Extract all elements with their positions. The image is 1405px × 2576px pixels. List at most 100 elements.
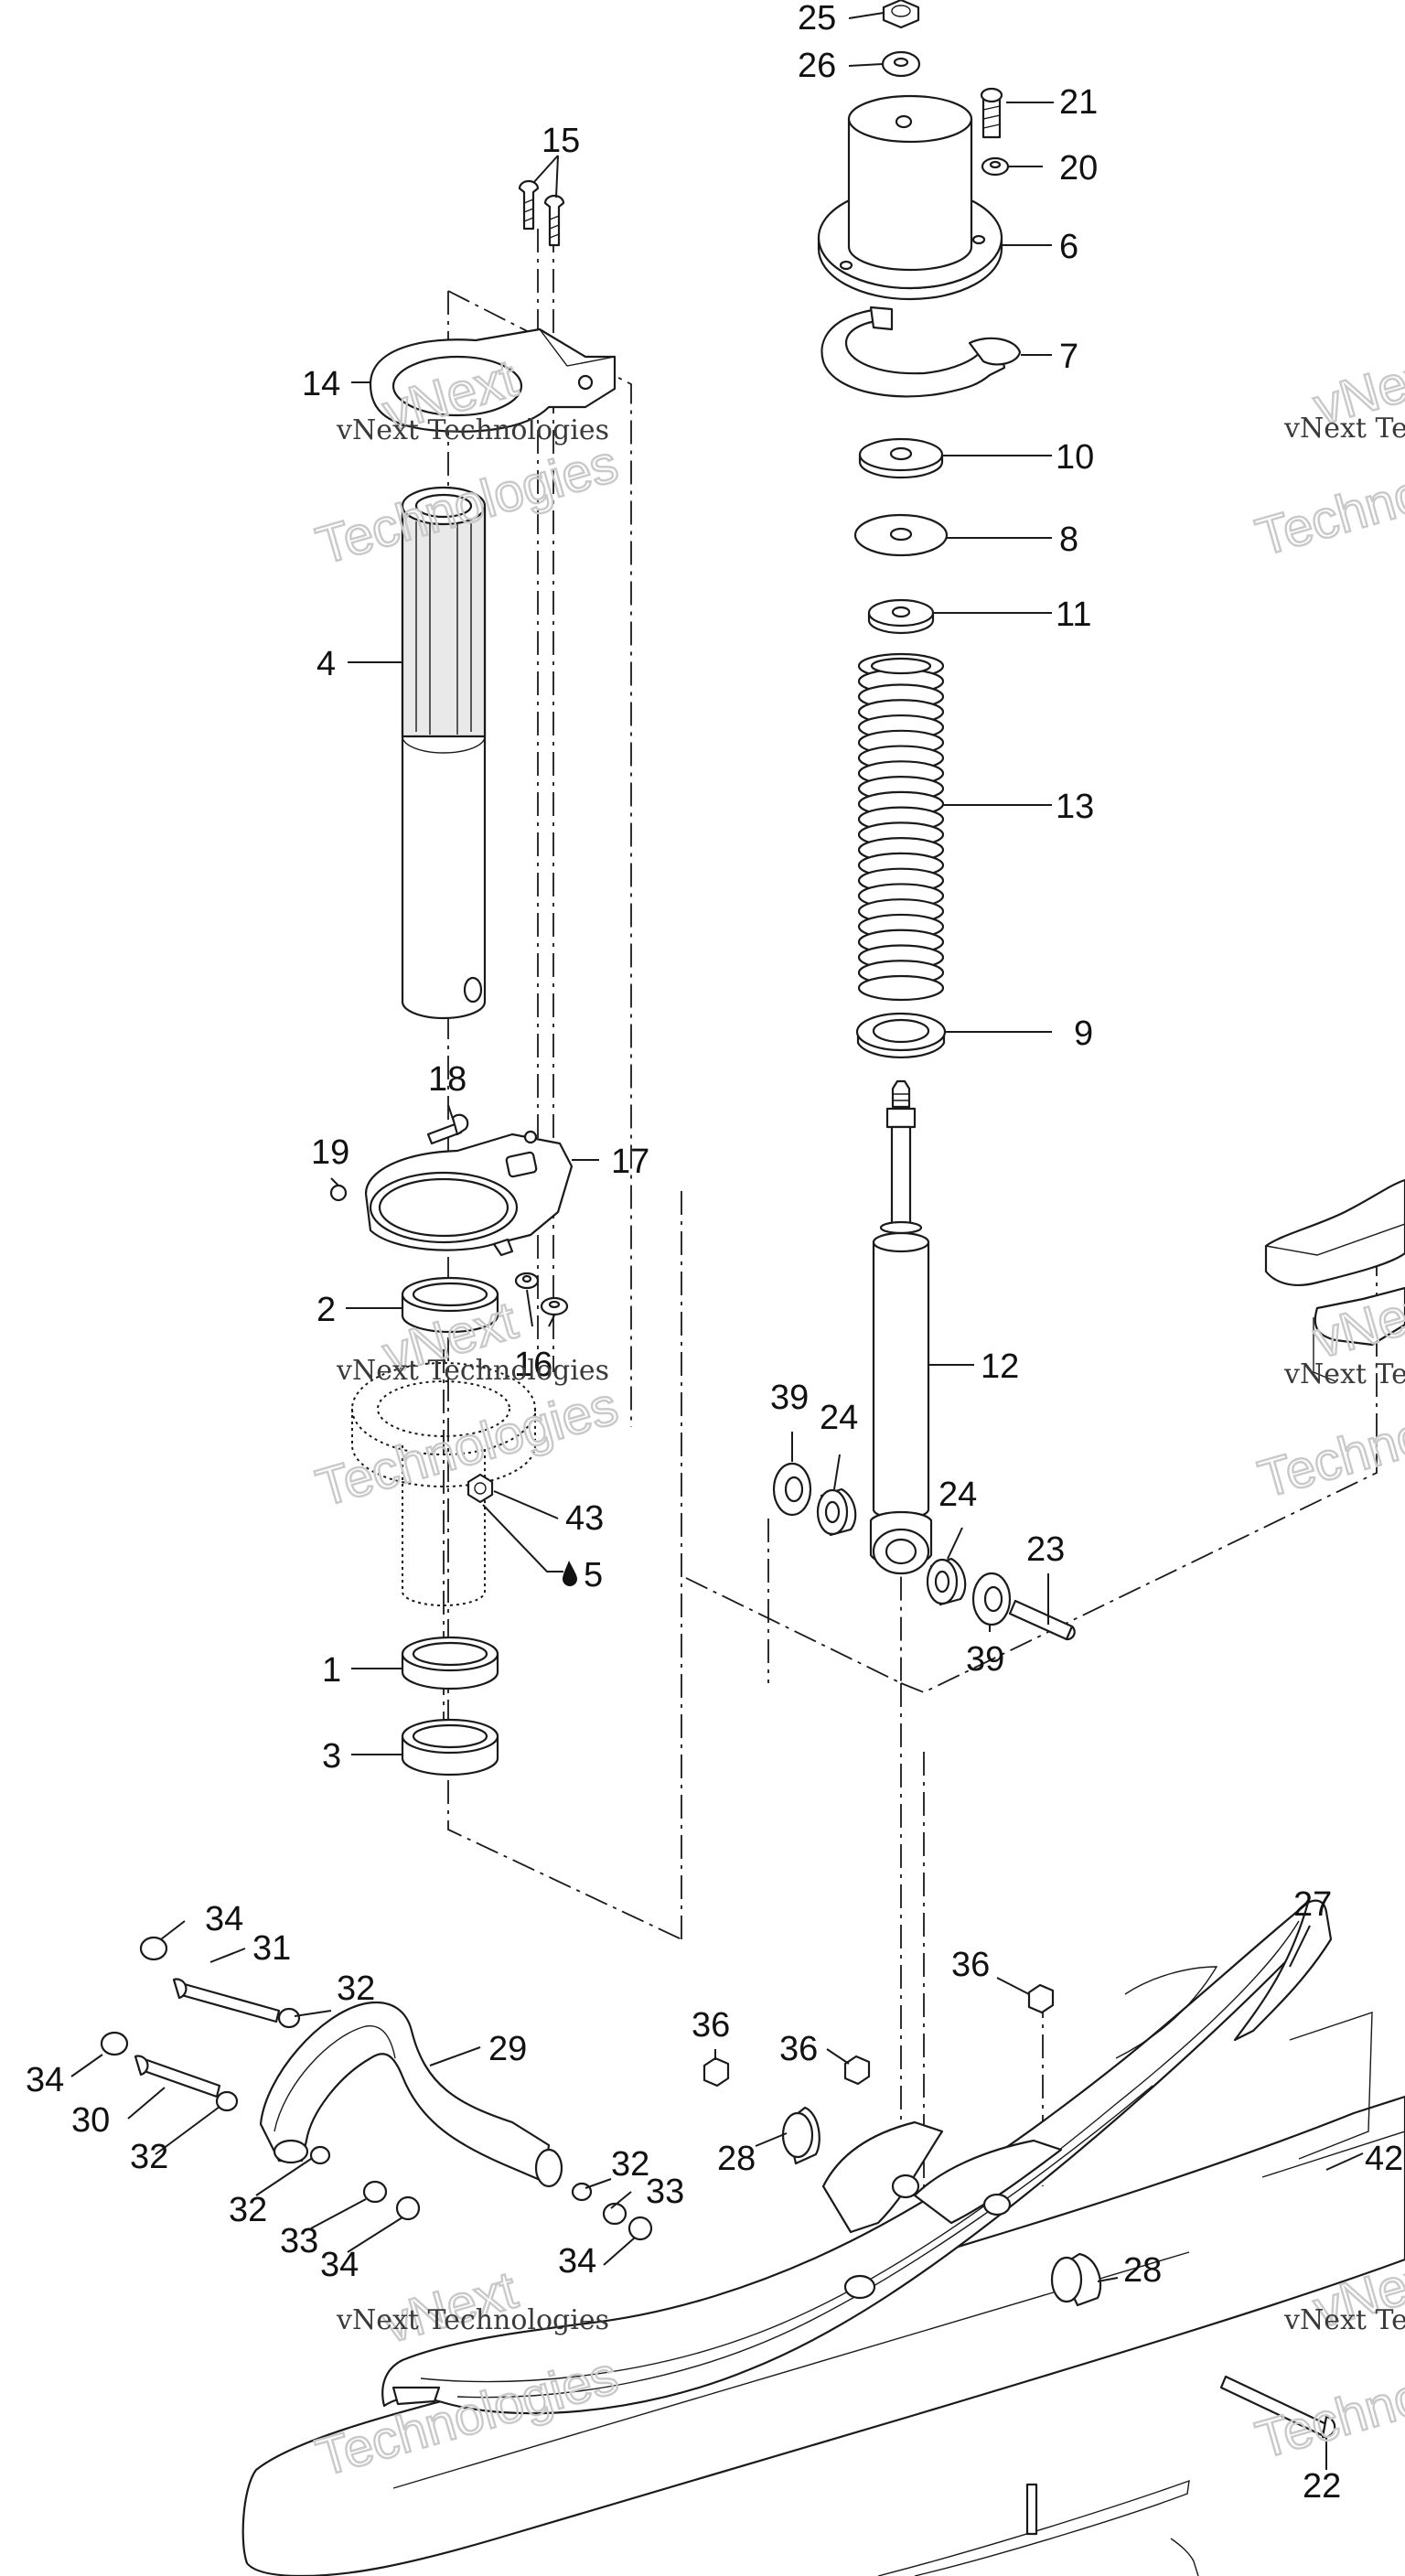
washer-20 (981, 156, 1010, 177)
bushing-24-left (816, 1487, 857, 1537)
callout-11: 11 (1056, 596, 1091, 634)
callout-21: 21 (1059, 83, 1098, 122)
watermark-text-4: vNext Technologies (1283, 413, 1405, 445)
callout-17: 17 (611, 1143, 649, 1181)
watermark-text-2: vNext Technologies (336, 1355, 609, 1387)
spring-top-opening (870, 657, 932, 675)
callout-10: 10 (1056, 438, 1094, 477)
callout-3: 3 (322, 1737, 341, 1776)
callout-7: 7 (1059, 338, 1078, 376)
cup-6 (817, 94, 1003, 301)
callout-43: 43 (565, 1499, 604, 1538)
housing-dotted (351, 1362, 536, 1606)
watermark-outline-8: Technologies (1249, 425, 1405, 568)
bushing-2 (401, 1276, 499, 1334)
callout-12: 12 (981, 1347, 1019, 1386)
washer-39-right (971, 1572, 1012, 1626)
callout-26: 26 (798, 47, 836, 85)
callout-18: 18 (428, 1060, 467, 1099)
bushing-3 (401, 1718, 499, 1776)
bushing-24-right (926, 1557, 967, 1606)
shaft-4 (401, 486, 487, 1020)
callout-15: 15 (542, 122, 580, 160)
clamp-14 (369, 327, 617, 433)
callout-39-right: 39 (966, 1640, 1004, 1679)
watermark-text-6: vNext Technologies (1283, 2304, 1405, 2336)
grease-drop-5 (482, 1504, 577, 1586)
callout-36-a: 36 (951, 1946, 990, 1984)
callout-5: 5 (584, 1556, 603, 1594)
ski-27 (381, 1899, 1333, 2415)
callout-4: 4 (316, 645, 336, 683)
callout-39-left: 39 (770, 1379, 809, 1417)
callout-34-left: 34 (26, 2061, 64, 2099)
callout-33-a: 33 (280, 2222, 318, 2260)
shock-absorber-12 (869, 1079, 933, 1575)
spring-coil (857, 974, 945, 1002)
callout-14: 14 (302, 365, 340, 403)
watermark-text-1: vNext Technologies (336, 414, 609, 446)
nut-19 (329, 1184, 348, 1202)
bolt-18 (426, 1113, 469, 1145)
callout-1: 1 (322, 1651, 341, 1690)
callout-28-right: 28 (1123, 2251, 1162, 2290)
callout-32-b: 32 (130, 2138, 168, 2176)
callout-32-d: 32 (611, 2145, 649, 2184)
bolts-15 (518, 179, 565, 247)
callout-19: 19 (311, 1133, 349, 1172)
washer-39-left (772, 1462, 812, 1517)
hardware-31-30-32-33-34 (100, 1936, 653, 2241)
bracket-17 (364, 1130, 574, 1257)
washers-16 (514, 1272, 569, 1316)
grease-fitting-43 (467, 1473, 494, 1504)
hardware-36-28-22 (702, 1983, 1336, 2536)
callout-20: 20 (1059, 149, 1098, 188)
callout-13: 13 (1056, 788, 1094, 826)
callout-30: 30 (71, 2101, 110, 2140)
callout-34-mid: 34 (558, 2242, 596, 2281)
callout-36-c: 36 (779, 2030, 818, 2068)
seat-9 (855, 1012, 947, 1059)
spacer-8 (853, 513, 949, 557)
watermark-text-3: vNext Technologies (336, 2304, 609, 2336)
callout-8: 8 (1059, 521, 1078, 559)
alignment-lines (443, 229, 1378, 2195)
spring-13 (857, 652, 945, 1002)
bushing-1 (401, 1636, 499, 1690)
callout-31: 31 (252, 1929, 291, 1968)
callout-34-bottom: 34 (320, 2246, 359, 2284)
callout-33-b: 33 (646, 2173, 684, 2211)
callout-2: 2 (316, 1291, 336, 1329)
watermark-outline-9: vNext (1307, 1275, 1405, 1369)
watermark-text-5: vNext Technologies (1283, 1358, 1405, 1390)
callout-34-top: 34 (205, 1900, 243, 1938)
bolt-23 (1008, 1599, 1076, 1641)
callout-16: 16 (514, 1346, 552, 1384)
screw-21 (980, 87, 1003, 139)
watermark-outline-4: Technologies (310, 1376, 624, 1519)
callout-27: 27 (1293, 1885, 1332, 1924)
callout-36-b: 36 (692, 2006, 730, 2045)
washer-11 (867, 598, 935, 635)
leader-lines (70, 12, 1364, 2470)
callout-29: 29 (488, 2030, 527, 2068)
callout-6: 6 (1059, 228, 1078, 266)
callout-22: 22 (1303, 2467, 1341, 2506)
washer-10 (858, 437, 944, 479)
callout-32-c: 32 (229, 2191, 267, 2229)
handle-29 (259, 2001, 563, 2188)
callout-24-right: 24 (938, 1476, 977, 1514)
callout-28-left: 28 (717, 2140, 756, 2178)
callout-9: 9 (1074, 1014, 1093, 1053)
washer-26 (881, 50, 921, 78)
callout-32-a: 32 (337, 1970, 375, 2008)
callout-42: 42 (1365, 2140, 1403, 2178)
callout-25: 25 (798, 0, 836, 38)
callout-labels: 25 26 21 20 6 7 10 8 11 13 9 12 15 14 4 … (26, 0, 1403, 2506)
callout-23: 23 (1026, 1530, 1065, 1569)
callout-24-left: 24 (820, 1399, 858, 1437)
bracket-partial-right (1264, 1178, 1405, 1382)
retainer-7 (820, 306, 1022, 398)
nut-25 (882, 0, 920, 29)
